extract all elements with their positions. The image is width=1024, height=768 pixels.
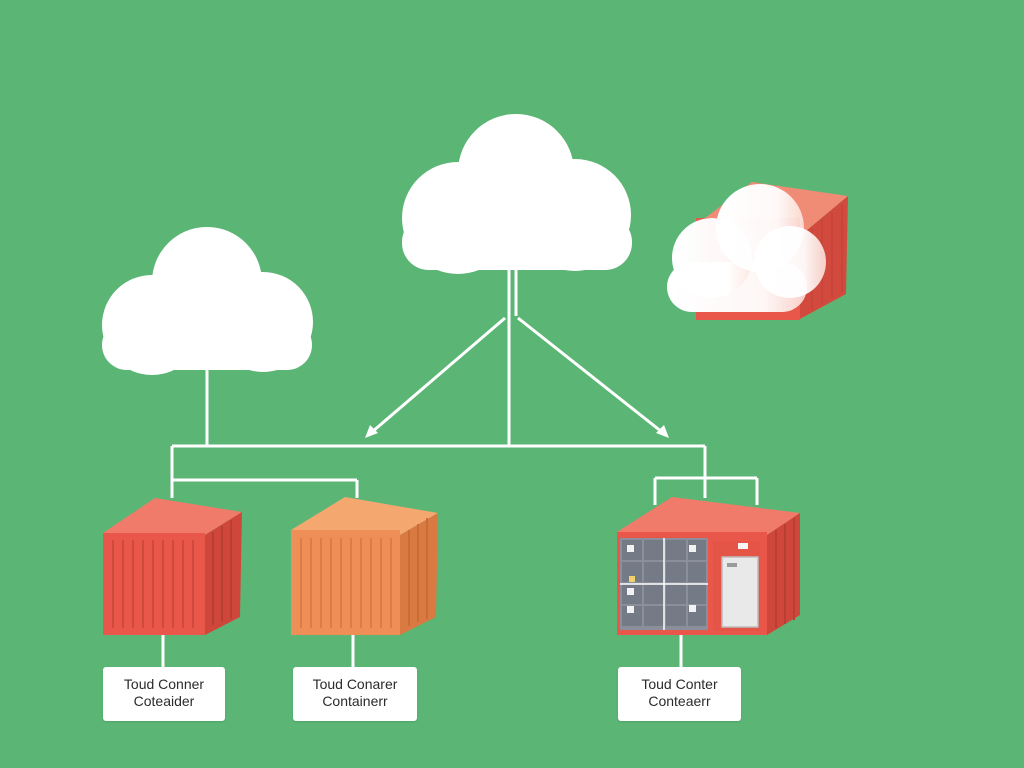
left-container-label: Toud Conner Coteaider bbox=[103, 667, 225, 721]
label-line: Toud Conner bbox=[123, 676, 205, 692]
cloud-icon bbox=[667, 184, 826, 312]
server-rack-icon bbox=[617, 497, 800, 635]
cloud-icon bbox=[402, 114, 632, 274]
label-line: Conteaerr bbox=[648, 693, 711, 709]
arrow-heads bbox=[365, 425, 669, 438]
shipping-container-icon bbox=[103, 498, 242, 635]
cloud-icon bbox=[102, 227, 313, 375]
connector-lines bbox=[161, 268, 759, 667]
label-line: Coteaider bbox=[133, 693, 195, 709]
right-container-label: Toud Conter Conteaerr bbox=[618, 667, 741, 721]
middle-container-label: Toud Conarer Containerr bbox=[293, 667, 417, 721]
shipping-container-icon bbox=[291, 497, 438, 635]
label-line: Containerr bbox=[322, 693, 388, 709]
label-line: Toud Conter bbox=[641, 676, 718, 692]
label-line: Toud Conarer bbox=[312, 676, 398, 692]
